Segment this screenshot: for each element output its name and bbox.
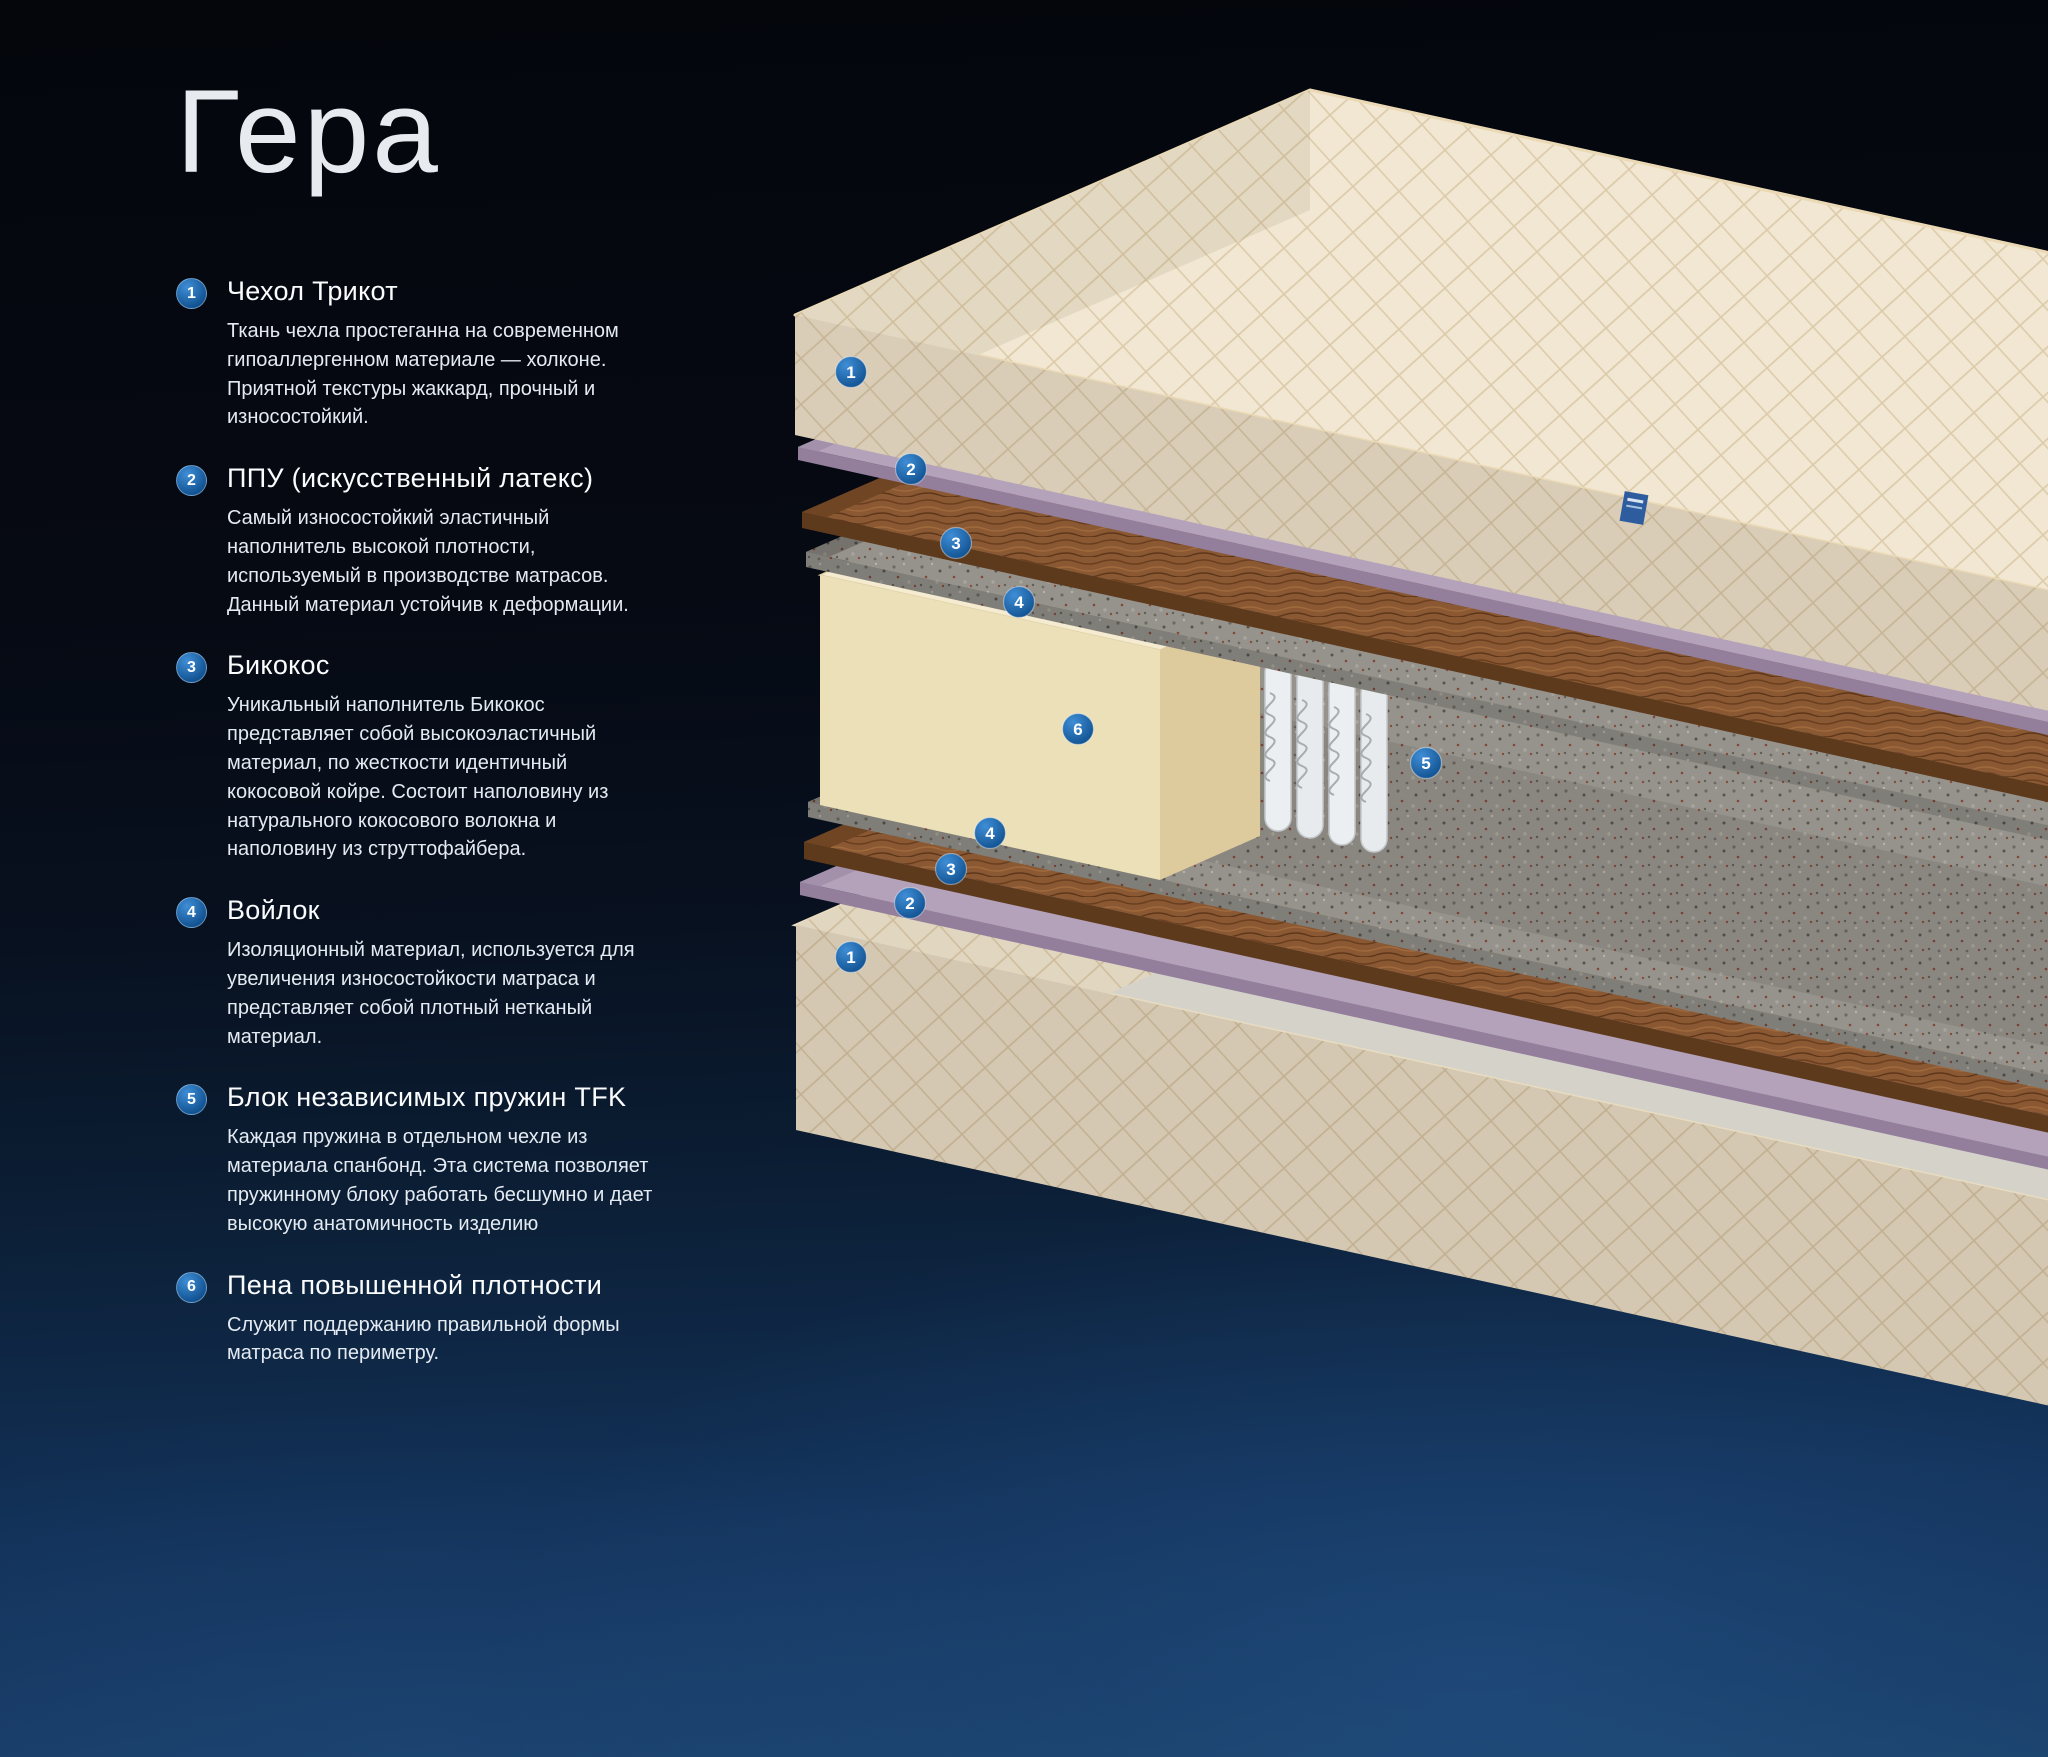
marker-foam-frame: 6: [1061, 712, 1095, 746]
marker-ppu-top: 2: [894, 452, 928, 486]
legend-item-desc: Служит поддержанию правильной формы матр…: [227, 1313, 620, 1365]
legend-item-title: ППУ (искусственный латекс): [227, 463, 594, 494]
legend-item-title: Блок независимых пружин TFK: [227, 1082, 627, 1113]
legend-item-desc: Уникальный наполнитель Бикокос представл…: [227, 694, 609, 861]
svg-text:3: 3: [946, 860, 955, 879]
legend-item-title: Чехол Трикот: [227, 276, 398, 306]
marker-ppu-bottom: 2: [893, 886, 927, 920]
legend-item-6: 6 Пена повышенной плотности Служит подде…: [176, 1270, 654, 1369]
marker-felt-bottom: 4: [973, 816, 1007, 850]
legend-item-title: Войлок: [227, 895, 320, 926]
legend-body-2: ППУ (искусственный латекс) Самый износос…: [227, 463, 654, 619]
svg-text:4: 4: [1014, 593, 1024, 612]
legend-badge-2: 2: [176, 465, 207, 497]
legend-badge-6: 6: [176, 1271, 207, 1303]
svg-text:3: 3: [951, 534, 960, 553]
legend-item-desc: Самый износостойкий эластичный наполните…: [227, 507, 629, 616]
legend-item-desc: Изоляционный материал, используется для …: [227, 939, 635, 1048]
legend-item-5: 5 Блок независимых пружин TFK Каждая пру…: [176, 1082, 654, 1238]
legend-item-1: 1 Чехол Трикот Ткань чехла простеганна н…: [176, 276, 654, 432]
svg-text:2: 2: [906, 460, 915, 479]
svg-text:4: 4: [985, 824, 995, 843]
legend-item-desc: Ткань чехла простеганна на современном г…: [227, 320, 619, 429]
product-title: Гера: [176, 66, 441, 198]
legend-item-3: 3 Бикокос Уникальный наполнитель Бикокос…: [176, 650, 654, 864]
marker-spring-block: 5: [1409, 746, 1443, 780]
legend-badge-4: 4: [176, 897, 207, 929]
layer-cover-top: [793, 88, 2048, 711]
legend-body-5: Блок независимых пружин TFK Каждая пружи…: [227, 1082, 654, 1238]
marker-bicocos-bottom: 3: [934, 852, 968, 886]
legend-body-1: Чехол Трикот Ткань чехла простеганна на …: [227, 276, 654, 432]
legend-badge-5: 5: [176, 1084, 207, 1116]
svg-text:2: 2: [905, 894, 914, 913]
svg-text:1: 1: [846, 948, 855, 967]
marker-felt-top: 4: [1002, 585, 1036, 619]
marker-cover-top: 1: [834, 355, 868, 389]
mattress-exploded-diagram: 1 2 3 4 5 6 4: [791, 88, 2048, 1406]
legend-badge-1: 1: [176, 278, 207, 309]
legend-body-4: Войлок Изоляционный материал, использует…: [227, 895, 654, 1051]
legend-body-6: Пена повышенной плотности Служит поддерж…: [227, 1270, 654, 1369]
legend-item-4: 4 Войлок Изоляционный материал, использу…: [176, 895, 654, 1051]
legend-item-title: Пена повышенной плотности: [227, 1269, 603, 1300]
legend-item-desc: Каждая пружина в отдельном чехле из мате…: [227, 1126, 653, 1235]
legend-body-3: Бикокос Уникальный наполнитель Бикокос п…: [227, 650, 654, 864]
svg-text:5: 5: [1421, 754, 1430, 773]
marker-bicocos-top: 3: [939, 526, 973, 560]
brand-tag-icon: [1619, 491, 1649, 525]
marker-cover-bottom: 1: [834, 940, 868, 974]
svg-text:6: 6: [1073, 720, 1082, 739]
legend-item-2: 2 ППУ (искусственный латекс) Самый износ…: [176, 463, 654, 619]
legend: 1 Чехол Трикот Ткань чехла простеганна н…: [176, 276, 654, 1368]
legend-item-title: Бикокос: [227, 650, 330, 681]
svg-text:1: 1: [846, 363, 855, 382]
diagram-markers: 1 2 3 4 5 6 4: [834, 355, 1443, 974]
legend-badge-3: 3: [176, 652, 207, 684]
